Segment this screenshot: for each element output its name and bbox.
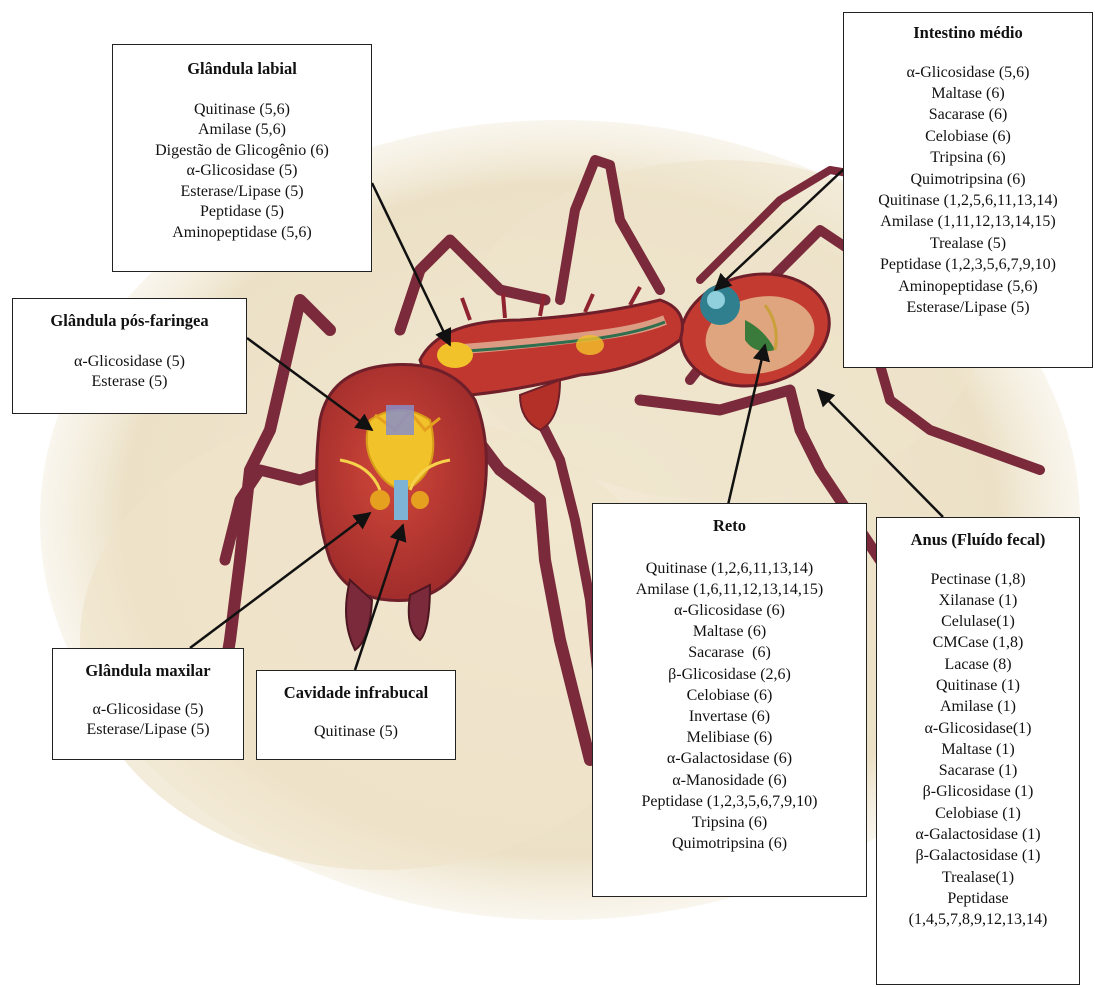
list-item: Esterase/Lipase (5) <box>844 297 1092 318</box>
labial-gland-box: Glândula labial Quitinase (5,6) Amilase … <box>112 44 372 272</box>
pointer-anus <box>818 390 943 517</box>
list-item: Tripsina (6) <box>844 147 1092 168</box>
list-item: Peptidase (1,2,3,5,6,7,9,10) <box>844 254 1092 275</box>
list-item: Peptidase <box>877 888 1079 909</box>
maxillary-gland-list: α-Glicosidase (5) Esterase/Lipase (5) <box>53 700 243 741</box>
list-item: Quitinase (1) <box>877 675 1079 696</box>
list-item: Maltase (6) <box>593 621 866 642</box>
list-item: Peptidase (1,2,3,5,6,7,9,10) <box>593 791 866 812</box>
list-item: Invertase (6) <box>593 706 866 727</box>
list-item: Sacarase (6) <box>593 642 866 663</box>
maxillary-gland-box: Glândula maxilar α-Glicosidase (5) Ester… <box>52 648 244 760</box>
list-item: Amilase (1,6,11,12,13,14,15) <box>593 579 866 600</box>
list-item: Pectinase (1,8) <box>877 569 1079 590</box>
infrabuccal-cavity-box: Cavidade infrabucal Quitinase (5) <box>256 670 456 760</box>
infrabuccal-cavity-list: Quitinase (5) <box>257 722 455 743</box>
list-item: β-Glicosidase (2,6) <box>593 664 866 685</box>
list-item: Trealase (5) <box>844 233 1092 254</box>
pointer-maxillary <box>190 513 370 648</box>
pointer-infrabuccal <box>355 525 403 670</box>
postpharyngeal-gland-title: Glândula pós-faringea <box>13 311 246 332</box>
list-item: Celobiase (1) <box>877 803 1079 824</box>
pointer-postpharyngeal <box>247 338 372 430</box>
list-item: Celulase(1) <box>877 611 1079 632</box>
maxillary-gland-title: Glândula maxilar <box>53 661 243 682</box>
list-item: α-Galactosidase (6) <box>593 748 866 769</box>
list-item: Aminopeptidase (5,6) <box>844 276 1092 297</box>
list-item: Amilase (1,11,12,13,14,15) <box>844 211 1092 232</box>
rectum-list: Quitinase (1,2,6,11,13,14) Amilase (1,6,… <box>593 558 866 855</box>
midgut-title: Intestino médio <box>844 23 1092 44</box>
list-item: α-Glicosidase(1) <box>877 718 1079 739</box>
pointer-rectum <box>728 345 765 505</box>
list-item: Digestão de Glicogênio (6) <box>113 141 371 162</box>
list-item: Sacarase (1) <box>877 760 1079 781</box>
pointer-labial <box>372 183 450 345</box>
list-item: Melibiase (6) <box>593 727 866 748</box>
list-item: α-Glicosidase (6) <box>593 600 866 621</box>
rectum-box: Reto Quitinase (1,2,6,11,13,14) Amilase … <box>592 503 867 897</box>
postpharyngeal-gland-box: Glândula pós-faringea α-Glicosidase (5) … <box>12 298 247 414</box>
list-item: Esterase/Lipase (5) <box>53 720 243 741</box>
list-item: Aminopeptidase (5,6) <box>113 223 371 244</box>
list-item: Esterase/Lipase (5) <box>113 182 371 203</box>
list-item: Quitinase (5) <box>257 722 455 743</box>
list-item: Amilase (1) <box>877 696 1079 717</box>
list-item: Amilase (5,6) <box>113 120 371 141</box>
list-item: Xilanase (1) <box>877 590 1079 611</box>
midgut-list: α-Glicosidase (5,6) Maltase (6) Sacarase… <box>844 62 1092 319</box>
list-item: Quitinase (5,6) <box>113 100 371 121</box>
anus-fecal-fluid-list: Pectinase (1,8) Xilanase (1) Celulase(1)… <box>877 569 1079 931</box>
list-item: Quitinase (1,2,6,11,13,14) <box>593 558 866 579</box>
list-item: α-Galactosidase (1) <box>877 824 1079 845</box>
list-item: Tripsina (6) <box>593 812 866 833</box>
postpharyngeal-gland-list: α-Glicosidase (5) Esterase (5) <box>13 352 246 393</box>
midgut-box: Intestino médio α-Glicosidase (5,6) Malt… <box>843 12 1093 368</box>
list-item: α-Glicosidase (5,6) <box>844 62 1092 83</box>
list-item: Esterase (5) <box>13 372 246 393</box>
anus-fecal-fluid-title: Anus (Fluído fecal) <box>877 530 1079 551</box>
list-item: α-Glicosidase (5) <box>13 352 246 373</box>
list-item: α-Manosidade (6) <box>593 770 866 791</box>
infrabuccal-cavity-title: Cavidade infrabucal <box>257 683 455 704</box>
list-item: α-Glicosidase (5) <box>113 161 371 182</box>
pointer-midgut <box>715 168 845 290</box>
list-item: β-Galactosidase (1) <box>877 845 1079 866</box>
list-item: Peptidase (5) <box>113 202 371 223</box>
list-item: Maltase (1) <box>877 739 1079 760</box>
list-item: α-Glicosidase (5) <box>53 700 243 721</box>
list-item: Quimotripsina (6) <box>844 169 1092 190</box>
list-item: Lacase (8) <box>877 654 1079 675</box>
list-item: Quimotripsina (6) <box>593 833 866 854</box>
labial-gland-title: Glândula labial <box>113 59 371 80</box>
list-item: Maltase (6) <box>844 83 1092 104</box>
list-item: CMCase (1,8) <box>877 632 1079 653</box>
list-item: Celobiase (6) <box>593 685 866 706</box>
list-item: β-Glicosidase (1) <box>877 781 1079 802</box>
list-item: Celobiase (6) <box>844 126 1092 147</box>
list-item: Sacarase (6) <box>844 104 1092 125</box>
list-item: Quitinase (1,2,5,6,11,13,14) <box>844 190 1092 211</box>
rectum-title: Reto <box>593 516 866 537</box>
list-item: (1,4,5,7,8,9,12,13,14) <box>877 909 1079 930</box>
anus-fecal-fluid-box: Anus (Fluído fecal) Pectinase (1,8) Xila… <box>876 517 1080 985</box>
labial-gland-list: Quitinase (5,6) Amilase (5,6) Digestão d… <box>113 100 371 244</box>
list-item: Trealase(1) <box>877 867 1079 888</box>
